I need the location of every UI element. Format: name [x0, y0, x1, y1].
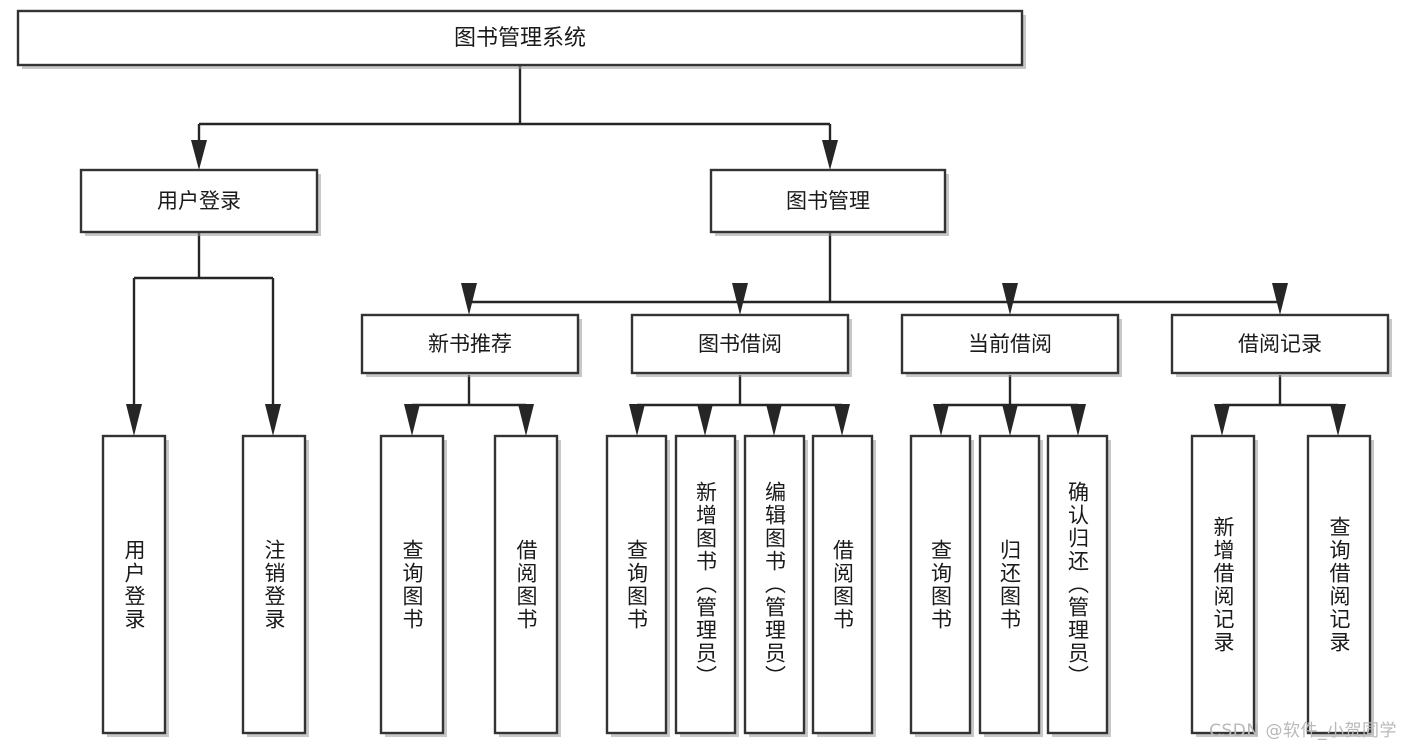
root-label: 图书管理系统 [454, 26, 586, 51]
leaf-box-newbook-1[interactable] [379, 434, 445, 735]
arrow-userlogin-leaf-1 [126, 404, 142, 436]
arrow-newbook-leaf-2 [518, 404, 534, 436]
arrow-currentborrow-leaf-2 [1002, 404, 1018, 436]
arrow-bookborrow-leaf-3 [766, 404, 782, 436]
node-book-management[interactable]: 图书管理 [709, 168, 949, 236]
leaf-box-bookborrow-1[interactable] [605, 434, 668, 735]
leaf-box-newbook-2[interactable] [493, 434, 559, 735]
leaf-group-book-borrow [605, 434, 876, 737]
borrow-record-box[interactable] [1170, 313, 1390, 375]
arrow-bookborrow-leaf-1 [629, 404, 645, 436]
arrow-newbook-leaf-1 [404, 404, 420, 436]
arrow-to-new-book-recommend [461, 283, 477, 315]
edge-group-borrowrecord-to-leaves [1214, 375, 1346, 436]
node-new-book-recommend[interactable]: 新书推荐 [360, 313, 582, 377]
book-management-label: 图书管理 [786, 189, 870, 213]
node-borrow-record[interactable]: 借阅记录 [1170, 313, 1392, 377]
new-book-recommend-label: 新书推荐 [428, 332, 512, 356]
csdn-watermark: CSDN @软件_小贺同学 [1209, 721, 1397, 741]
node-book-borrow[interactable]: 图书借阅 [630, 313, 852, 377]
leaf-box-currentborrow-2[interactable] [978, 434, 1041, 735]
arrow-borrowrecord-leaf-1 [1214, 404, 1230, 436]
leaf-group-new-book-recommend [379, 434, 561, 737]
edge-group-currentborrow-to-leaves [933, 375, 1086, 436]
current-borrow-box[interactable] [900, 313, 1120, 375]
leaf-group-borrow-record [1190, 434, 1374, 737]
edge-group-bookborrow-to-leaves [629, 375, 850, 436]
arrow-to-user-login [191, 140, 207, 170]
leaf-box-bookborrow-4[interactable] [811, 434, 874, 735]
user-login-box[interactable] [79, 168, 319, 234]
leaf-box-bookborrow-3[interactable] [743, 434, 806, 735]
book-borrow-label: 图书借阅 [698, 332, 782, 356]
leaf-box-borrowrecord-2[interactable] [1306, 434, 1372, 735]
user-login-label: 用户登录 [157, 189, 241, 213]
arrow-currentborrow-leaf-3 [1070, 404, 1086, 436]
arrow-currentborrow-leaf-1 [933, 404, 949, 436]
leaf-group-current-borrow [909, 434, 1111, 737]
edge-group-bookmanage-to-level2 [461, 232, 1288, 315]
arrow-bookborrow-leaf-4 [834, 404, 850, 436]
root-box[interactable] [16, 9, 1024, 67]
leaf-box-currentborrow-1[interactable] [909, 434, 972, 735]
arrow-to-current-borrow [1002, 283, 1018, 315]
node-root-book-management-system[interactable]: 图书管理系统 [16, 9, 1026, 69]
node-user-login[interactable]: 用户登录 [79, 168, 321, 236]
edge-group-root-to-level1 [191, 66, 838, 170]
new-book-recommend-box[interactable] [360, 313, 580, 375]
current-borrow-label: 当前借阅 [968, 332, 1052, 356]
arrow-to-book-borrow [732, 283, 748, 315]
node-current-borrow[interactable]: 当前借阅 [900, 313, 1122, 377]
edge-group-newbook-to-leaves [404, 375, 534, 436]
leaf-box-user-login-1[interactable] [101, 434, 167, 735]
arrow-userlogin-leaf-2 [265, 404, 281, 436]
arrow-to-borrow-record [1272, 283, 1288, 315]
leaf-box-currentborrow-3[interactable] [1046, 434, 1109, 735]
arrow-borrowrecord-leaf-2 [1330, 404, 1346, 436]
arrow-to-book-manage [822, 140, 838, 170]
leaf-box-user-login-2[interactable] [241, 434, 307, 735]
leaf-group-user-login [101, 434, 309, 737]
book-borrow-box[interactable] [630, 313, 850, 375]
arrow-bookborrow-leaf-2 [697, 404, 713, 436]
book-management-box[interactable] [709, 168, 947, 234]
leaf-box-borrowrecord-1[interactable] [1190, 434, 1256, 735]
edge-group-userlogin-to-leaves [126, 232, 281, 436]
borrow-record-label: 借阅记录 [1238, 332, 1322, 356]
leaf-box-bookborrow-2[interactable] [674, 434, 737, 735]
